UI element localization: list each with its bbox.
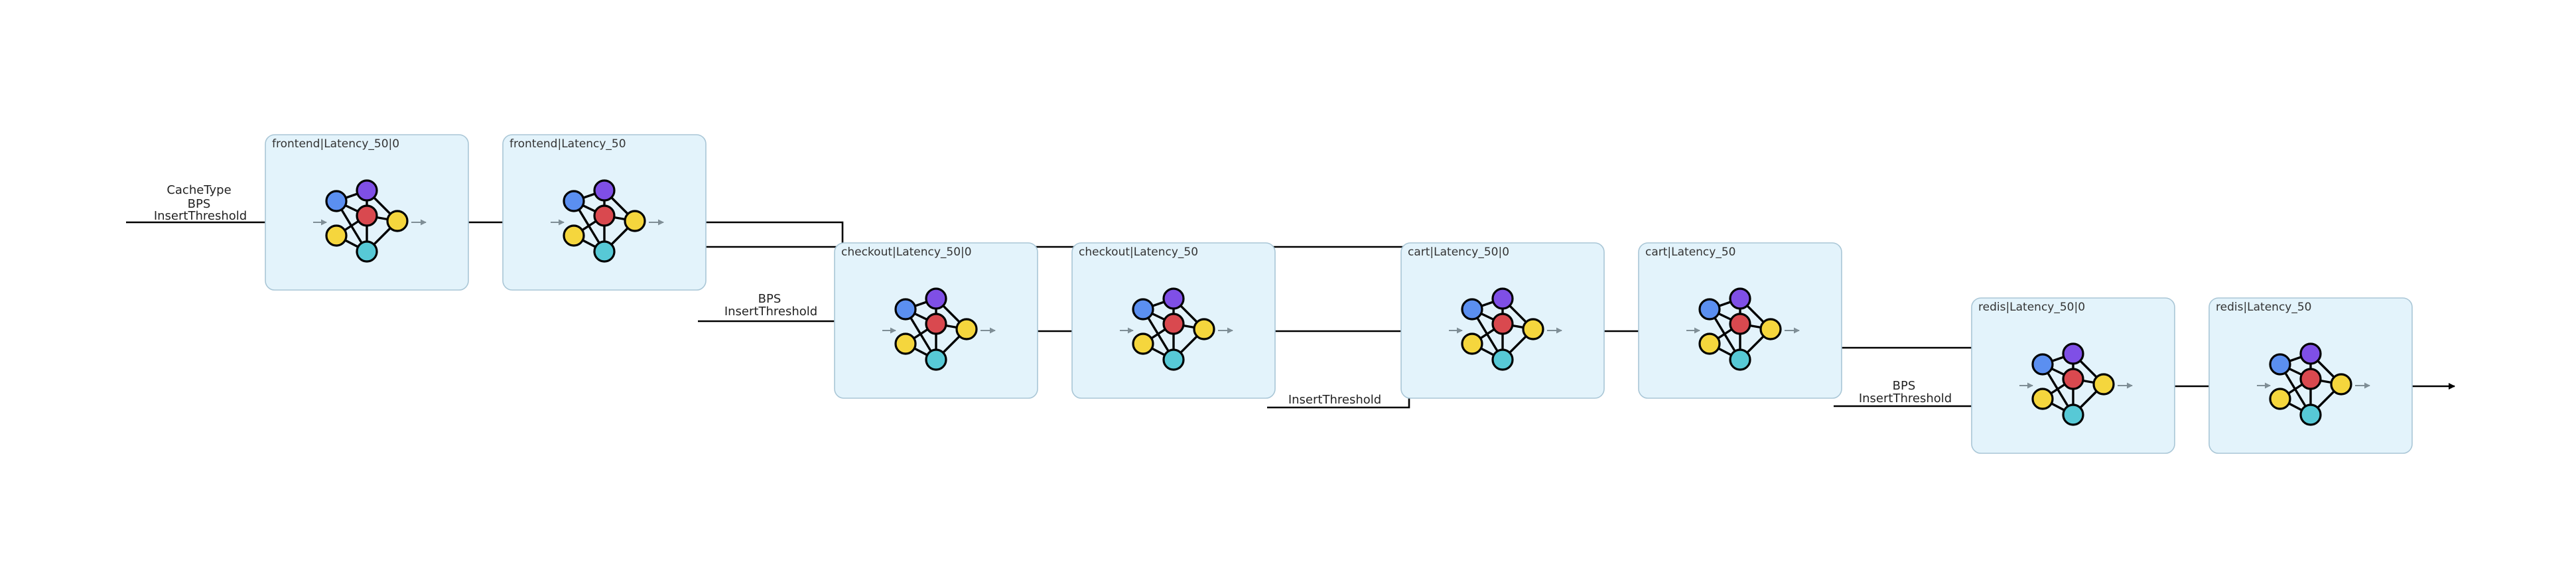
graph-node bbox=[356, 204, 378, 227]
graph-node bbox=[1162, 287, 1185, 310]
edge-labels: CacheType BPS InsertThreshold BPS Insert… bbox=[154, 183, 1952, 407]
network-graph-icon bbox=[882, 287, 996, 371]
checkout-input-label-bps: BPS bbox=[758, 292, 781, 306]
graph-node bbox=[1132, 298, 1154, 321]
graph-node bbox=[325, 224, 348, 247]
graph-node bbox=[2299, 368, 2322, 390]
graph-node bbox=[2299, 403, 2322, 426]
network-graph-icon bbox=[2019, 342, 2133, 426]
input-label-insertthreshold: InsertThreshold bbox=[154, 209, 247, 223]
network-graph-icon bbox=[313, 179, 427, 263]
stage-box-title: frontend|Latency_50|0 bbox=[272, 137, 399, 151]
graph-node bbox=[1729, 348, 1751, 371]
graph-node bbox=[2269, 353, 2291, 376]
graph-node bbox=[593, 204, 616, 227]
graph-node bbox=[2330, 373, 2352, 396]
graph-node bbox=[925, 313, 947, 335]
redis-input-label-insertthreshold: InsertThreshold bbox=[1859, 392, 1952, 405]
graph-node bbox=[563, 190, 585, 212]
graph-node bbox=[386, 210, 409, 232]
graph-node bbox=[2062, 342, 2084, 365]
graph-node bbox=[894, 332, 917, 355]
network-graph-icon bbox=[551, 179, 664, 263]
graph-node bbox=[1193, 318, 1215, 340]
graph-node bbox=[1132, 332, 1154, 355]
graph-node bbox=[1759, 318, 1782, 340]
network-graph-icon bbox=[2257, 342, 2370, 426]
checkout-input-label-insertthreshold: InsertThreshold bbox=[724, 305, 817, 319]
graph-node bbox=[1729, 313, 1751, 335]
graph-node bbox=[2299, 342, 2322, 365]
graph-node bbox=[593, 179, 616, 202]
graph-node bbox=[925, 287, 947, 310]
graph-node bbox=[356, 240, 378, 263]
stage-box-title: cart|Latency_50|0 bbox=[1408, 246, 1509, 259]
graph-node bbox=[593, 240, 616, 263]
stage-boxes: frontend|Latency_50|0 frontend|Latency_50… bbox=[265, 134, 2413, 454]
stage-box-title: redis|Latency_50 bbox=[2216, 301, 2312, 314]
input-label-cachetype: CacheType bbox=[167, 183, 231, 197]
stage-box-b8: redis|Latency_50 bbox=[2208, 297, 2413, 454]
stage-box-b6: cart|Latency_50 bbox=[1638, 242, 1842, 399]
stage-box-b3: checkout|Latency_50|0 bbox=[834, 242, 1038, 399]
graph-node bbox=[955, 318, 978, 340]
graph-node bbox=[563, 224, 585, 247]
graph-node bbox=[2062, 403, 2084, 426]
redis-input-label-bps: BPS bbox=[1893, 379, 1916, 393]
stage-box-title: checkout|Latency_50|0 bbox=[841, 246, 972, 259]
graph-node bbox=[1461, 332, 1483, 355]
graph-node bbox=[1698, 332, 1721, 355]
stage-box-b5: cart|Latency_50|0 bbox=[1400, 242, 1605, 399]
stage-box-title: redis|Latency_50|0 bbox=[1978, 301, 2085, 314]
graph-node bbox=[925, 348, 947, 371]
graph-node bbox=[1491, 348, 1514, 371]
stage-box-b7: redis|Latency_50|0 bbox=[1971, 297, 2175, 454]
graph-node bbox=[1491, 287, 1514, 310]
network-graph-icon bbox=[1686, 287, 1800, 371]
graph-node bbox=[624, 210, 646, 232]
input-label-bps: BPS bbox=[188, 197, 211, 211]
stage-box-title: cart|Latency_50 bbox=[1645, 246, 1735, 259]
network-graph-icon bbox=[1120, 287, 1233, 371]
graph-node bbox=[2269, 388, 2291, 410]
graph-node bbox=[1162, 348, 1185, 371]
graph-node bbox=[2062, 368, 2084, 390]
stage-box-b2: frontend|Latency_50 bbox=[502, 134, 707, 291]
graph-node bbox=[1461, 298, 1483, 321]
graph-node bbox=[356, 179, 378, 202]
graph-node bbox=[325, 190, 348, 212]
stage-box-title: checkout|Latency_50 bbox=[1079, 246, 1198, 259]
network-graph-icon bbox=[1449, 287, 1562, 371]
stage-box-b1: frontend|Latency_50|0 bbox=[265, 134, 469, 291]
stage-box-title: frontend|Latency_50 bbox=[509, 137, 626, 151]
graph-node bbox=[1729, 287, 1751, 310]
graph-node bbox=[1698, 298, 1721, 321]
graph-node bbox=[1491, 313, 1514, 335]
cart-input-label-insertthreshold: InsertThreshold bbox=[1288, 393, 1381, 407]
graph-node bbox=[894, 298, 917, 321]
stage-box-b4: checkout|Latency_50 bbox=[1071, 242, 1276, 399]
graph-node bbox=[2092, 373, 2115, 396]
graph-node bbox=[1162, 313, 1185, 335]
graph-node bbox=[2031, 388, 2054, 410]
graph-node bbox=[2031, 353, 2054, 376]
graph-node bbox=[1522, 318, 1544, 340]
